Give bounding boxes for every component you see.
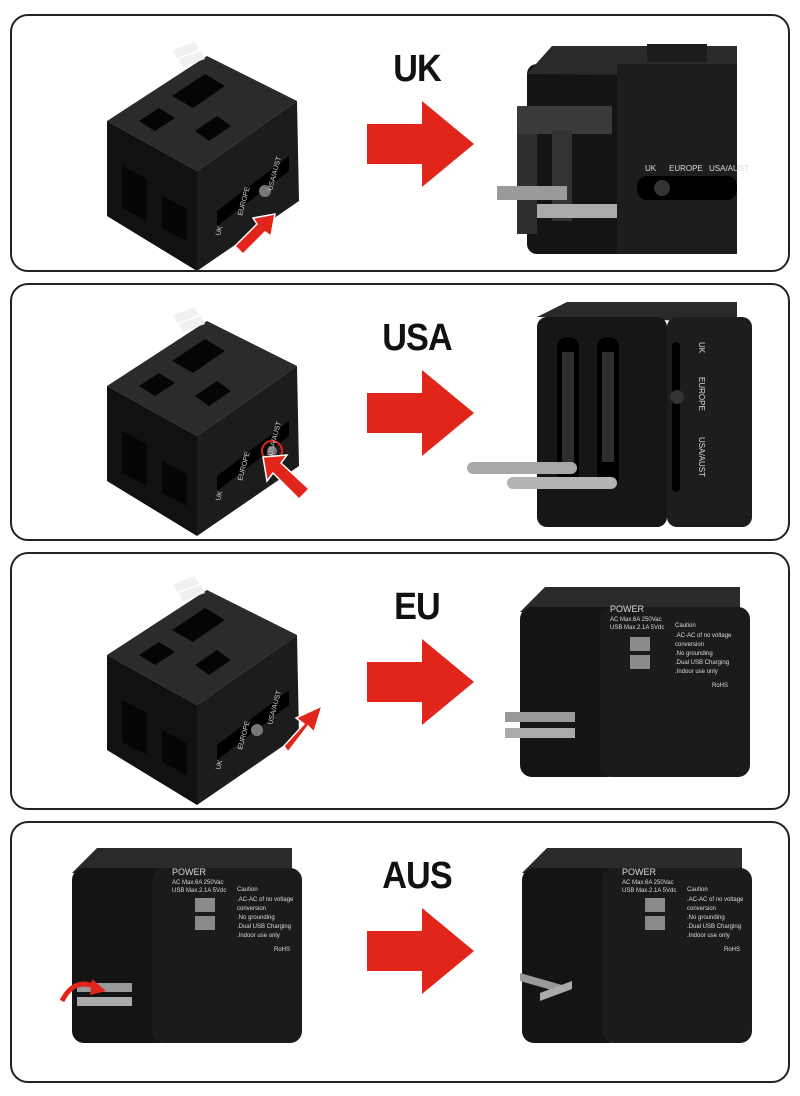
spec-line3: .No grounding <box>237 915 275 921</box>
panel-title-usa: USA <box>382 317 452 359</box>
panel-usa: USA UK EUROPE USA/AUST UK <box>10 283 790 541</box>
adapter-after-uk: UK EUROPE USA/AUST <box>497 44 749 254</box>
spec-ac-rating: AC Max.6A 250Vac <box>622 880 674 886</box>
spec-line2: conversion <box>675 642 704 648</box>
panel-title-eu: EU <box>394 586 441 628</box>
spec-line5: .Indoor use only <box>687 933 730 939</box>
spec-line5: .Indoor use only <box>675 669 718 675</box>
spec-rohs: RoHS <box>274 947 290 953</box>
adapter-before-aus: POWER AC Max.6A 250Vac USB Max.2.1A 5Vdc… <box>72 848 302 1043</box>
panel-aus: AUS POWER AC Max.6A 250Vac USB Max.2.1A … <box>10 821 790 1083</box>
after-label-usa-aust: USA/AUST <box>697 437 706 477</box>
spec-usb-rating: USB Max.2.1A 5Vdc <box>610 625 664 631</box>
panel-title-aus: AUS <box>382 855 452 897</box>
slide-arrow-icon <box>233 213 276 256</box>
adapter-before-uk: UK EUROPE USA/AUST <box>107 42 299 270</box>
after-label-europe: EUROPE <box>697 377 706 411</box>
spec-power: POWER <box>622 867 657 877</box>
slider-label-uk: UK <box>215 490 224 502</box>
panel-eu: EU UK EUROPE USA/AUST POWER AC Max.6A 25… <box>10 552 790 810</box>
spec-usb-rating: USB Max.2.1A 5Vdc <box>622 888 676 894</box>
spec-power: POWER <box>610 604 645 614</box>
spec-rohs: RoHS <box>724 947 740 953</box>
spec-line2: conversion <box>237 906 266 912</box>
spec-power: POWER <box>172 867 207 877</box>
spec-ac-rating: AC Max.6A 250Vac <box>172 880 224 886</box>
adapter-after-eu: POWER AC Max.6A 250Vac USB Max.2.1A 5Vdc… <box>505 587 750 777</box>
spec-rohs: RoHS <box>712 683 728 689</box>
panel-title-uk: UK <box>393 48 442 90</box>
slider-label-uk: UK <box>215 759 224 771</box>
after-label-europe: EUROPE <box>669 164 703 173</box>
spec-caution: Caution <box>687 887 708 893</box>
spec-line5: .Indoor use only <box>237 933 280 939</box>
after-label-uk: UK <box>645 164 657 173</box>
adapter-before-usa: UK EUROPE USA/AUST <box>107 307 299 536</box>
spec-caution: Caution <box>675 623 696 629</box>
spec-caution: Caution <box>237 887 258 893</box>
spec-line4: .Dual USB Charging <box>687 924 741 930</box>
rotate-arrow-icon <box>59 979 106 1003</box>
panel-uk: UK UK EUROPE USA/AUST U <box>10 14 790 272</box>
direction-arrow-icon <box>367 908 474 994</box>
spec-line1: .AC-AC of no voltage <box>687 897 744 903</box>
spec-line1: .AC-AC of no voltage <box>237 897 294 903</box>
spec-ac-rating: AC Max.6A 250Vac <box>610 617 662 623</box>
adapter-after-aus: POWER AC Max.6A 250Vac USB Max.2.1A 5Vdc… <box>520 848 752 1043</box>
spec-line1: .AC-AC of no voltage <box>675 633 732 639</box>
push-arrow-icon <box>262 454 311 501</box>
spec-usb-rating: USB Max.2.1A 5Vdc <box>172 888 226 894</box>
spec-line4: .Dual USB Charging <box>237 924 291 930</box>
after-label-usa-aust: USA/AUST <box>709 164 749 173</box>
adapter-after-usa: UK EUROPE USA/AUST <box>467 302 752 527</box>
slider-label-uk: UK <box>215 225 224 237</box>
direction-arrow-icon <box>367 639 474 725</box>
spec-line4: .Dual USB Charging <box>675 660 729 666</box>
spec-line2: conversion <box>687 906 716 912</box>
after-label-uk: UK <box>697 342 706 354</box>
spec-line3: .No grounding <box>687 915 725 921</box>
direction-arrow-icon <box>367 101 474 187</box>
direction-arrow-icon <box>367 370 474 456</box>
spec-line3: .No grounding <box>675 651 713 657</box>
slide-arrow-icon <box>283 704 324 754</box>
adapter-before-eu: UK EUROPE USA/AUST <box>107 576 299 805</box>
